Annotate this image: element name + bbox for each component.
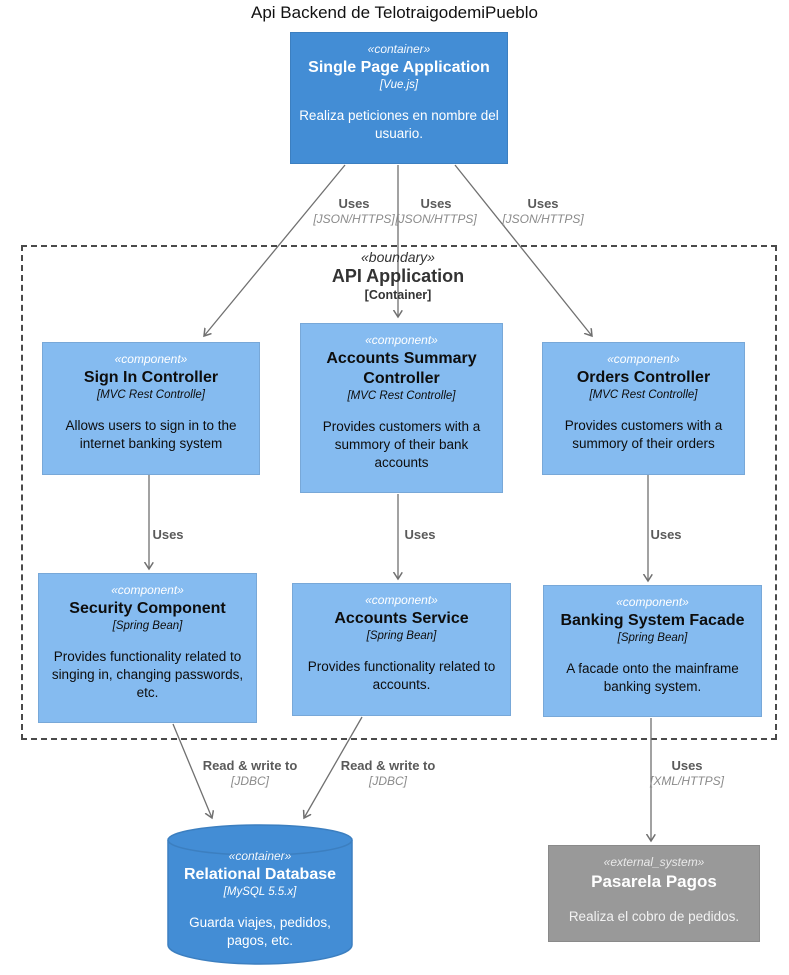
node-tech: [Spring Bean] [366,630,437,642]
node-single-page-application: «container» Single Page Application [Vue… [290,32,508,164]
node-description: Realiza peticiones en nombre del usuario… [299,108,499,142]
node-title: Accounts Summary Controller [326,350,477,387]
edge-label-signin-security: Uses [138,527,198,542]
node-stereotype: «component» [607,352,680,366]
edge-verb: Read & write to [340,758,436,773]
edge-verb: Uses [527,196,559,211]
node-tech: [MySQL 5.5.x] [223,886,297,898]
node-description: Realiza el cobro de pedidos. [568,909,740,925]
boundary-stereotype: «boundary» [361,249,435,265]
node-title: Sign In Controller [83,369,219,386]
edge-verb: Uses [338,196,370,211]
node-description: Provides customers with a summory of the… [564,418,723,452]
edge-verb: Read & write to [202,758,298,773]
edge-verb: Uses [671,758,703,773]
boundary-label: «boundary» API Application [Container] [298,249,498,302]
node-accounts-service: «component» Accounts Service [Spring Bea… [292,583,511,716]
node-description: Provides functionality related to accoun… [307,659,496,693]
node-tech: [MVC Rest Controlle] [96,389,205,401]
node-description: Provides customers with a summory of the… [322,419,481,471]
node-title: Security Component [69,600,226,617]
edge-verb: Uses [152,527,184,542]
edge-label-service-database: Read & write to [JDBC] [328,758,448,788]
edge-tech: [JDBC] [368,774,407,788]
node-pasarela-pagos: «external_system» Pasarela Pagos Realiza… [548,845,760,942]
node-tech: [Spring Bean] [112,620,183,632]
node-tech: [Spring Bean] [617,632,688,644]
edge-label-orders-facade: Uses [636,527,696,542]
node-stereotype: «container» [367,42,431,56]
node-description: A facade onto the mainframe banking syst… [566,661,739,695]
node-description: Allows users to sign in to the internet … [65,418,237,452]
boundary-title: API Application [331,266,465,286]
edge-label-summary-service: Uses [390,527,450,542]
node-stereotype: «component» [616,595,689,609]
node-title: Relational Database [183,866,337,883]
node-sign-in-controller: «component» Sign In Controller [MVC Rest… [42,342,260,475]
node-stereotype: «component» [365,593,438,607]
edge-tech: [JDBC] [230,774,269,788]
diagram-title: Api Backend de TelotraigodemiPueblo [251,3,538,22]
node-stereotype: «container» [228,849,292,863]
edge-tech: [XML/HTTPS] [649,774,724,788]
database-text: «container» Relational Database [MySQL 5… [167,849,353,950]
node-title: Orders Controller [576,369,711,386]
node-tech: [MVC Rest Controlle] [347,390,456,402]
node-description: Guarda viajes, pedidos, pagos, etc. [189,915,331,949]
edge-verb: Uses [404,527,436,542]
node-title: Banking System Facade [560,612,745,629]
node-orders-controller: «component» Orders Controller [MVC Rest … [542,342,745,475]
edge-label-facade-pasarela: Uses [XML/HTTPS] [627,758,747,788]
node-stereotype: «component» [365,333,438,347]
node-title: Single Page Application [308,59,490,76]
node-title: Pasarela Pagos [591,872,717,891]
edge-label-spa-summary: Uses [JSON/HTTPS] [376,196,496,226]
node-stereotype: «component» [114,352,188,366]
node-security-component: «component» Security Component [Spring B… [38,573,257,723]
node-stereotype: «component» [111,583,184,597]
node-tech: [MVC Rest Controlle] [589,389,698,401]
edge-label-security-database: Read & write to [JDBC] [190,758,310,788]
edge-verb: Uses [420,196,452,211]
node-stereotype: «external_system» [603,855,705,869]
node-tech: [Vue.js] [379,79,419,91]
boundary-api-application [21,245,777,740]
edge-tech: [JSON/HTTPS] [395,212,477,226]
boundary-tech: [Container] [364,288,432,302]
node-banking-system-facade: «component» Banking System Facade [Sprin… [543,585,762,717]
node-accounts-summary-controller: «component» Accounts Summary Controller … [300,323,503,493]
edge-verb: Uses [650,527,682,542]
node-title: Accounts Service [334,610,469,627]
edge-tech: [JSON/HTTPS] [502,212,584,226]
node-relational-database: «container» Relational Database [MySQL 5… [167,823,353,967]
database-cylinder-shape [167,824,353,965]
node-description: Provides functionality related to singin… [51,649,244,701]
edge-label-spa-orders: Uses [JSON/HTTPS] [483,196,603,226]
